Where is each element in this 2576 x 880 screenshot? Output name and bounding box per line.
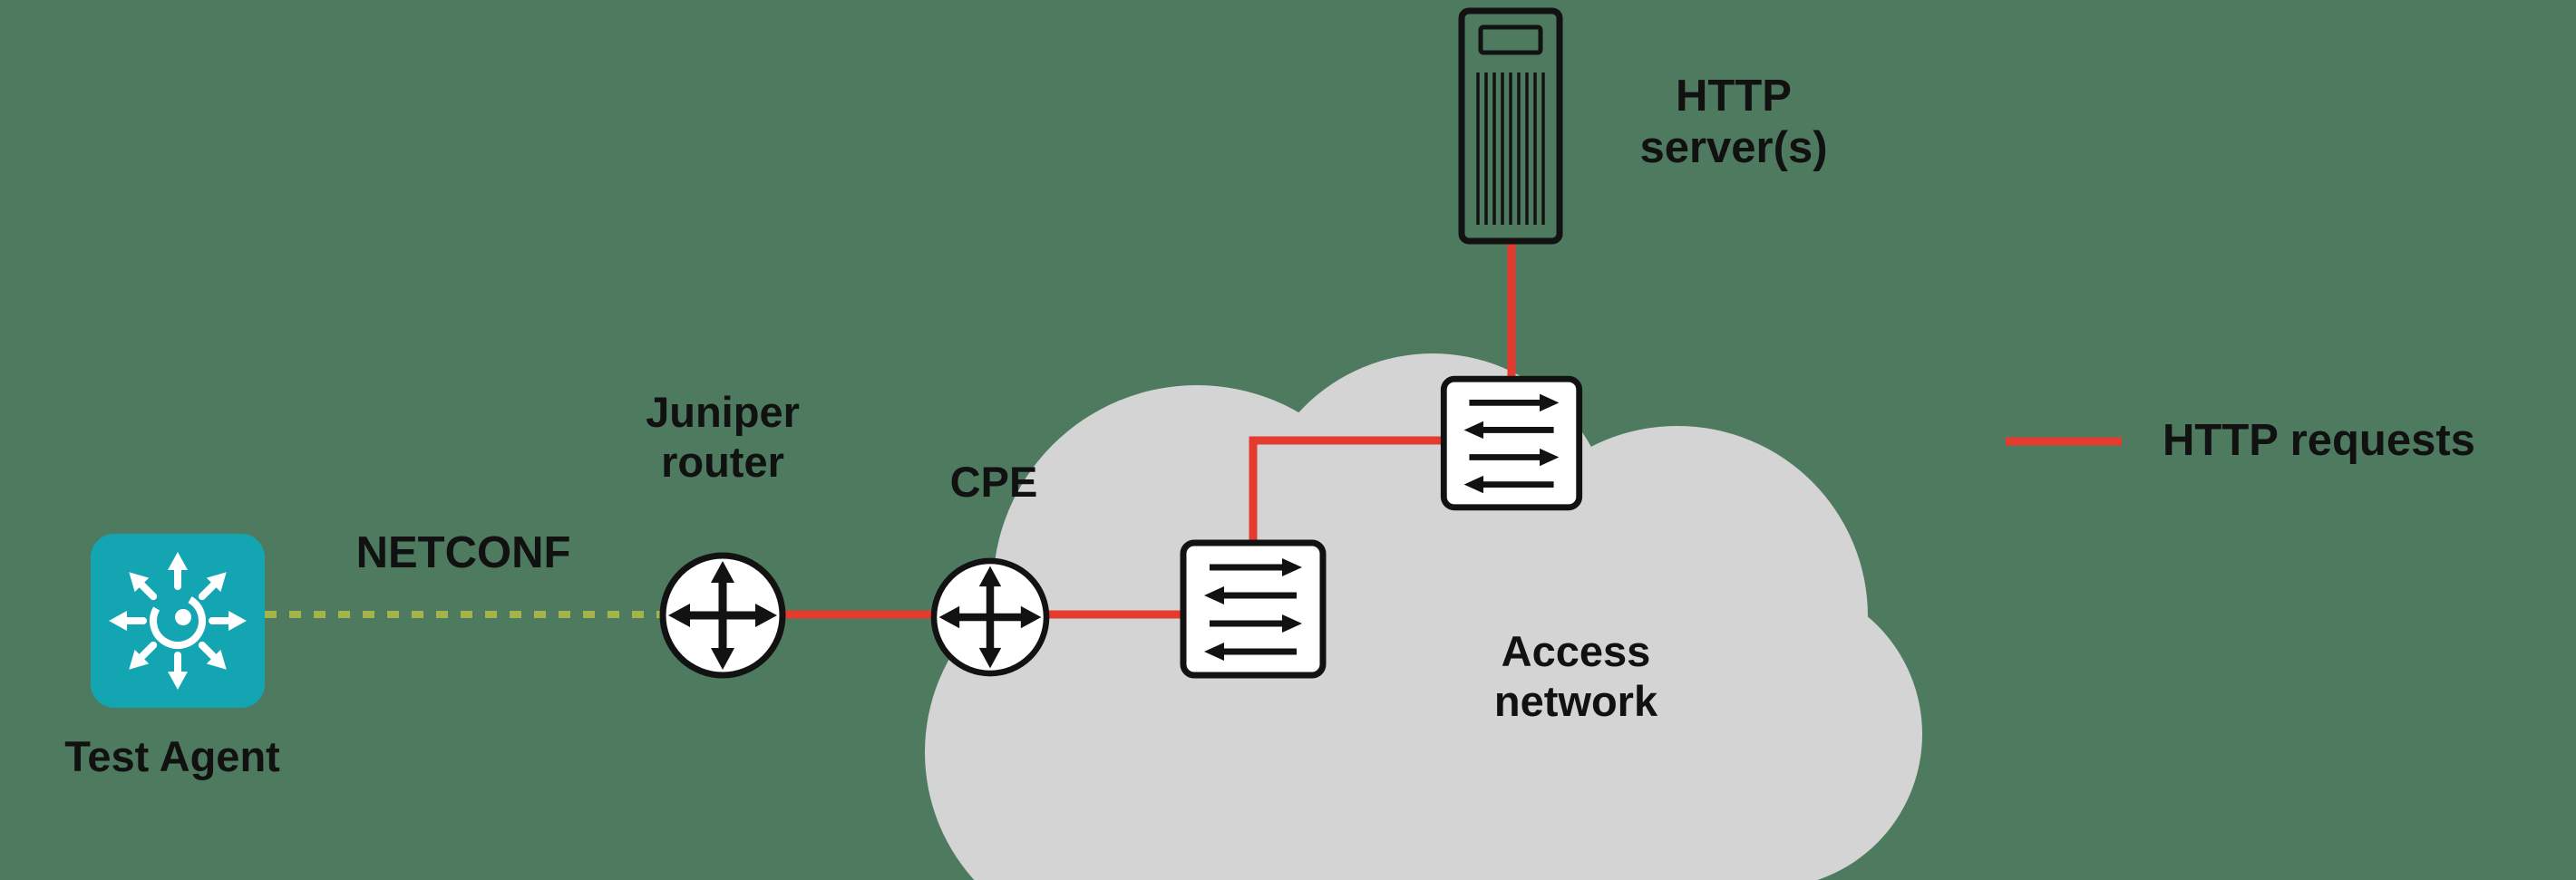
access-network-label: Access network: [1493, 627, 1658, 725]
http-requests-line: [723, 243, 1516, 619]
cpe-router-icon: [934, 561, 1046, 673]
http-server-icon: [1458, 7, 1563, 245]
cpe-label: CPE: [949, 458, 1038, 506]
switch-upper-icon: [1444, 379, 1579, 508]
juniper-router-icon: [663, 556, 783, 675]
http-server-label: HTTP server(s): [1639, 72, 1828, 172]
juniper-router-label: Juniper router: [646, 388, 800, 486]
test-agent-label: Test Agent: [64, 732, 280, 780]
netconf-label: NETCONF: [355, 528, 571, 577]
switch-lower-icon: [1183, 543, 1323, 675]
test-agent-icon: [91, 534, 265, 708]
legend-http-requests-label: HTTP requests: [2163, 416, 2475, 465]
